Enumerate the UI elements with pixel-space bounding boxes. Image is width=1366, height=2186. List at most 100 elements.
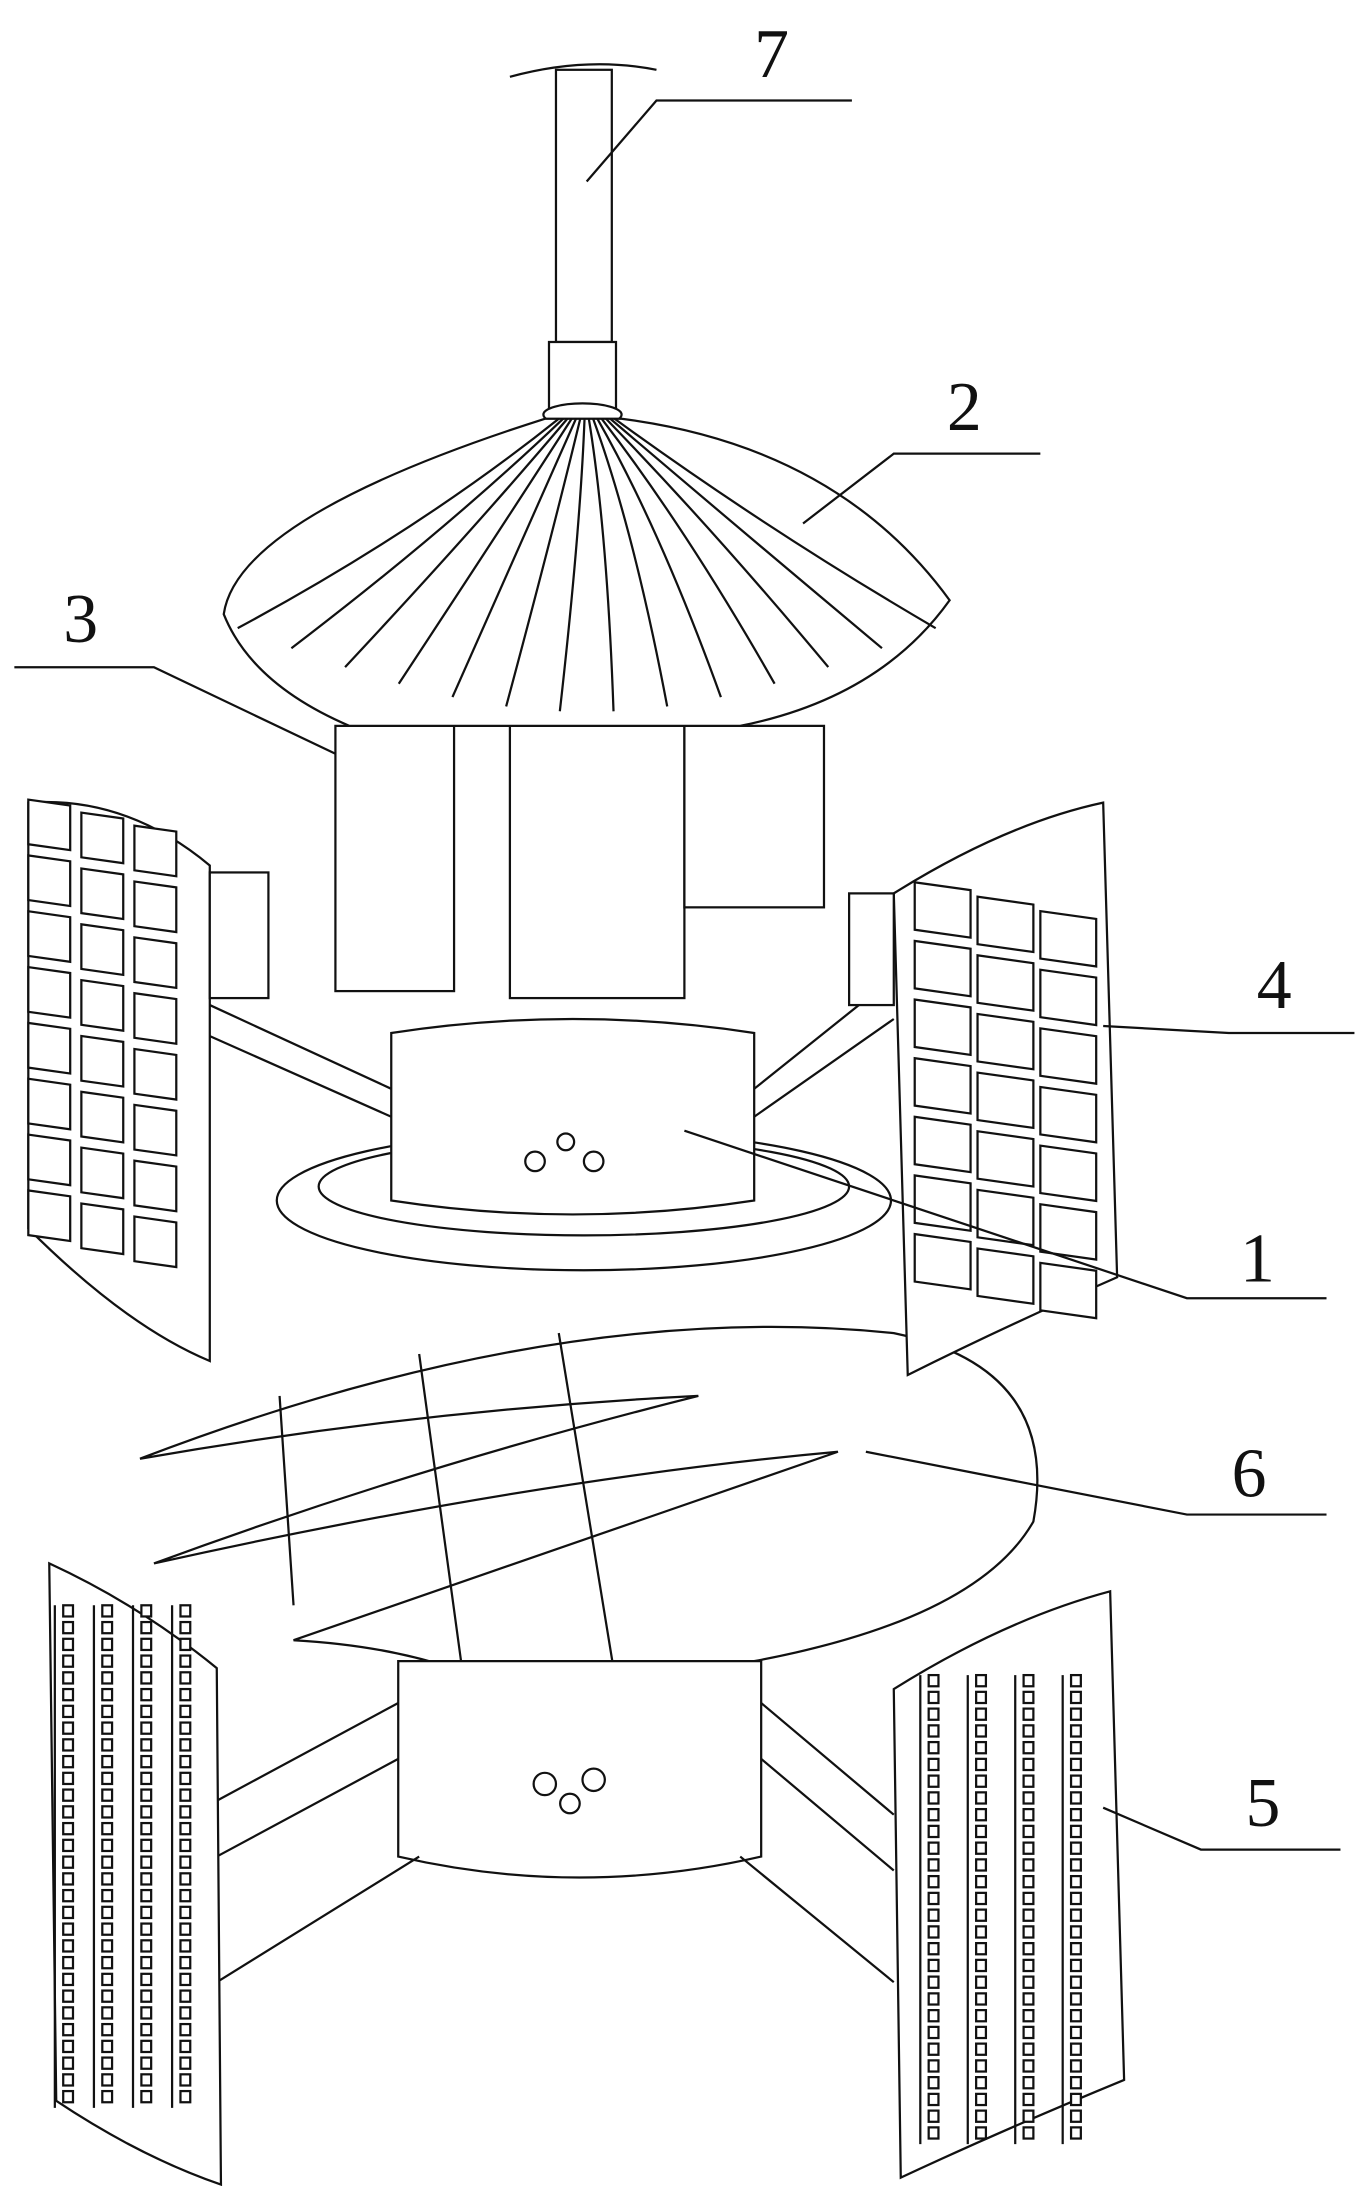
panel-slot bbox=[929, 1826, 939, 1837]
panel-slot bbox=[1071, 2094, 1081, 2105]
panel-slot bbox=[929, 1759, 939, 1770]
panel-slot bbox=[102, 1672, 112, 1683]
panel-tile bbox=[28, 855, 70, 906]
panel-slot bbox=[141, 1924, 151, 1935]
panel-slot bbox=[180, 1605, 190, 1616]
label-5: 5 bbox=[1246, 1765, 1281, 1842]
panel-slot bbox=[63, 1907, 73, 1918]
panel-slot bbox=[180, 1773, 190, 1784]
panel-slot bbox=[1024, 1977, 1034, 1988]
panel-slot bbox=[102, 2007, 112, 2018]
panel-slot bbox=[1071, 1859, 1081, 1870]
panel-slot bbox=[63, 1991, 73, 2002]
panel-tile bbox=[978, 1073, 1034, 1128]
panel-tile bbox=[1040, 1087, 1096, 1142]
panel-slot bbox=[63, 1890, 73, 1901]
lower-panel-left bbox=[49, 1563, 221, 2184]
panel-slot bbox=[102, 2024, 112, 2035]
panel-slot bbox=[141, 1840, 151, 1851]
panel-slot bbox=[976, 1843, 986, 1854]
panel-slot bbox=[180, 1957, 190, 1968]
panel-slot bbox=[141, 2058, 151, 2069]
panel-tile bbox=[1040, 911, 1096, 966]
panel-slot bbox=[141, 1991, 151, 2002]
panel-tile bbox=[134, 826, 176, 877]
panel-slot bbox=[1071, 2111, 1081, 2122]
panel-slot bbox=[929, 1843, 939, 1854]
panel-slot bbox=[1071, 1893, 1081, 1904]
panel-slot bbox=[180, 1857, 190, 1868]
panel-slot bbox=[976, 1709, 986, 1720]
panel-slot bbox=[180, 1840, 190, 1851]
panel-tile bbox=[915, 1058, 971, 1113]
panel-slot bbox=[976, 1943, 986, 1954]
panel-slot bbox=[141, 1672, 151, 1683]
panel-slot bbox=[180, 2007, 190, 2018]
panel-slot bbox=[141, 1857, 151, 1868]
panel-slot bbox=[63, 1756, 73, 1767]
panel-slot bbox=[102, 1907, 112, 1918]
panel-slot bbox=[141, 2024, 151, 2035]
panel-slot bbox=[141, 1806, 151, 1817]
panel-slot bbox=[63, 1840, 73, 1851]
panel-slot bbox=[141, 2007, 151, 2018]
label-2: 2 bbox=[947, 369, 982, 446]
panel-slot bbox=[1024, 1943, 1034, 1954]
panel-slot bbox=[63, 2058, 73, 2069]
panel-slot bbox=[63, 1974, 73, 1985]
panel-slot bbox=[929, 2094, 939, 2105]
panel-slot bbox=[63, 1940, 73, 1951]
panel-slot bbox=[929, 2127, 939, 2138]
panel-slot bbox=[63, 1773, 73, 1784]
panel-slot bbox=[180, 1873, 190, 1884]
panel-slot bbox=[1024, 2060, 1034, 2071]
panel-slot bbox=[1071, 1709, 1081, 1720]
panel-slot bbox=[102, 1974, 112, 1985]
panel-slot bbox=[976, 1993, 986, 2004]
panel-tile bbox=[915, 882, 971, 937]
panel-tile bbox=[978, 1014, 1034, 1069]
panel-slot bbox=[63, 1873, 73, 1884]
panel-slot bbox=[102, 1890, 112, 1901]
panel-slot bbox=[976, 2127, 986, 2138]
panel-slot bbox=[1071, 2127, 1081, 2138]
panel-slot bbox=[976, 1859, 986, 1870]
panel-tile bbox=[81, 868, 123, 919]
panel-slot bbox=[976, 2027, 986, 2038]
panel-slot bbox=[102, 1723, 112, 1734]
panel-slot bbox=[180, 1622, 190, 1633]
panel-slot bbox=[976, 1910, 986, 1921]
panel-slot bbox=[929, 1977, 939, 1988]
panel-slot bbox=[141, 1639, 151, 1650]
panel-slot bbox=[102, 1706, 112, 1717]
panel-slot bbox=[63, 1605, 73, 1616]
panel-tile bbox=[81, 980, 123, 1031]
panel-slot bbox=[180, 1907, 190, 1918]
panel-slot bbox=[1071, 1809, 1081, 1820]
panel-slot bbox=[976, 1742, 986, 1753]
panel-slot bbox=[102, 2041, 112, 2052]
panel-slot bbox=[976, 2010, 986, 2021]
panel-slot bbox=[102, 1790, 112, 1801]
panel-slot bbox=[1071, 1759, 1081, 1770]
panel-slot bbox=[929, 1876, 939, 1887]
panel-slot bbox=[63, 1656, 73, 1667]
panel-slot bbox=[141, 1974, 151, 1985]
panel-slot bbox=[976, 2077, 986, 2088]
panel-slot bbox=[929, 1675, 939, 1686]
panel-slot bbox=[141, 1907, 151, 1918]
panel-slot bbox=[1071, 1742, 1081, 1753]
panel-slot bbox=[180, 2041, 190, 2052]
lower-panel-right bbox=[894, 1591, 1124, 2177]
panel-slot bbox=[929, 1960, 939, 1971]
panel-slot bbox=[1071, 2060, 1081, 2071]
panel-tile bbox=[978, 955, 1034, 1010]
panel-tile bbox=[1040, 1028, 1096, 1083]
panel-tile bbox=[134, 1105, 176, 1156]
panel-slot bbox=[976, 1792, 986, 1803]
upper-blade-cone bbox=[224, 419, 950, 726]
label-4: 4 bbox=[1257, 947, 1292, 1024]
panel-slot bbox=[63, 1739, 73, 1750]
panel-slot bbox=[1071, 1960, 1081, 1971]
panel-slot bbox=[976, 1776, 986, 1787]
